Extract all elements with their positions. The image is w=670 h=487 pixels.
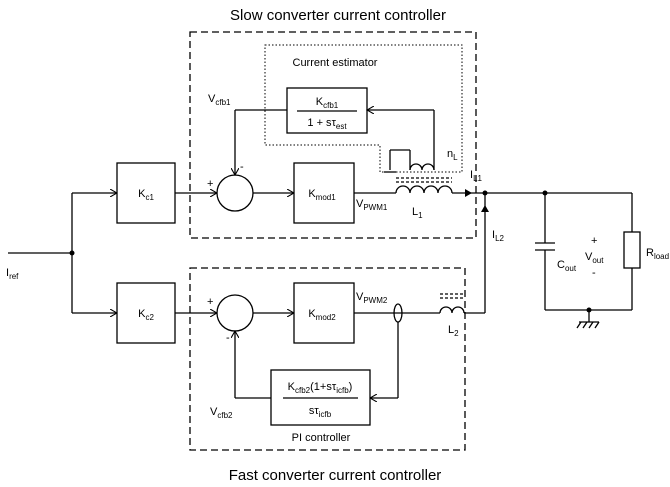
l2-label: L2: [448, 324, 459, 338]
output-node: [482, 190, 488, 196]
kcfb1-denominator: 1 + sτest: [307, 117, 347, 131]
il2-label: IL2: [492, 229, 505, 243]
inductor-l1: [395, 185, 453, 194]
ground-symbol: [576, 321, 600, 329]
kc2-label: Kc2: [138, 308, 154, 322]
current-estimator-label: Current estimator: [293, 57, 378, 69]
estimator-winding: [409, 163, 435, 171]
slow-controller-boundary: [189, 31, 477, 239]
vpwm1-label: VPWM1: [356, 198, 388, 212]
vcfb2-label: Vcfb2: [210, 406, 233, 420]
rload-label: Rload: [646, 247, 669, 261]
sum2-plus: +: [207, 296, 213, 308]
kcfb2-denominator: sτicfb: [309, 405, 332, 419]
fast-controller-title: Fast converter current controller: [229, 467, 442, 484]
kcfb2-numerator: Kcfb2(1+sτicfb): [288, 381, 353, 395]
iref-label: Iref: [6, 267, 19, 281]
vout-minus: -: [592, 267, 596, 279]
current-estimator-boundary: [264, 44, 463, 173]
kc1-block: [116, 162, 176, 224]
sum1-minus: -: [240, 161, 244, 173]
kmod1-label: Kmod1: [308, 188, 336, 202]
inductor-l2: [439, 306, 465, 314]
fast-controller-boundary: [189, 267, 466, 451]
nl-label: nL: [447, 148, 458, 162]
vout-plus: +: [591, 235, 597, 247]
slow-controller-title: Slow converter current controller: [230, 7, 446, 24]
kmod1-block: [293, 162, 355, 224]
sum-junction-2: [216, 294, 254, 332]
kcfb1-numerator: Kcfb1: [316, 96, 339, 110]
load-resistor: [623, 231, 641, 269]
kc1-label: Kc1: [138, 188, 154, 202]
sum2-minus: -: [226, 332, 230, 344]
sum1-plus: +: [207, 178, 213, 190]
il1-label: IL1: [470, 169, 483, 183]
vout-label: Vout: [585, 251, 604, 265]
pi-controller-label: PI controller: [292, 432, 351, 444]
l1-label: L1: [412, 206, 423, 220]
cout-label: Cout: [557, 259, 577, 273]
vcfb1-label: Vcfb1: [208, 93, 231, 107]
vpwm2-label: VPWM2: [356, 291, 388, 305]
kc2-block: [116, 282, 176, 344]
kmod2-label: Kmod2: [308, 308, 336, 322]
sum-junction-1: [216, 174, 254, 212]
